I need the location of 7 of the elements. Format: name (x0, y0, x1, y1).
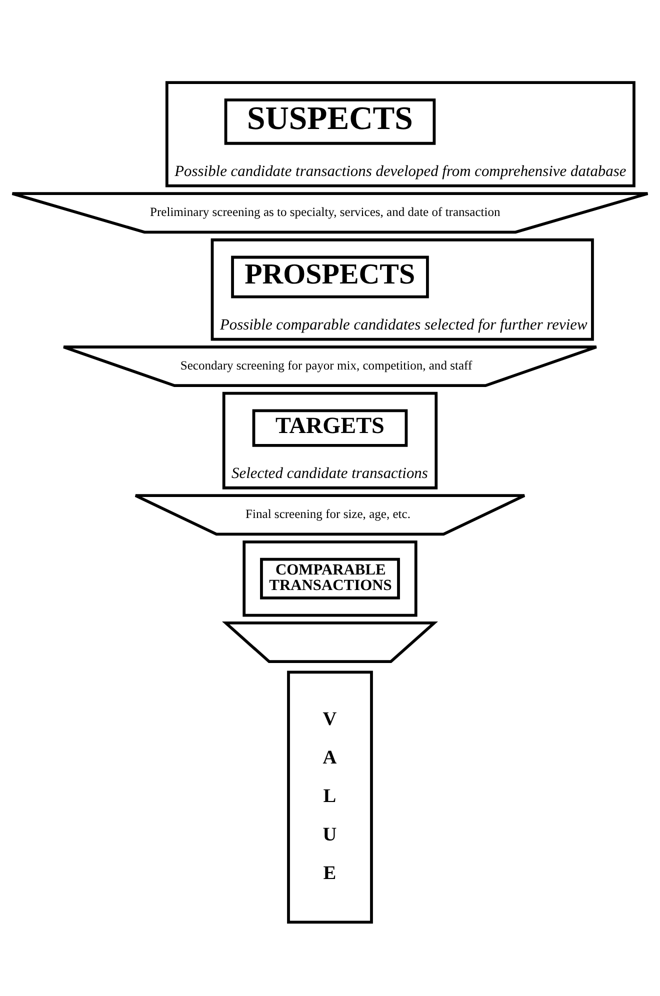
node-box: TARGETS (252, 408, 408, 446)
cluster (242, 540, 418, 616)
node-trapezoid (222, 621, 438, 663)
node-box: PROSPECTS (231, 255, 429, 298)
node-box: COMPARABLE TRANSACTIONS (260, 557, 400, 599)
node-box: V A L U E (287, 670, 373, 924)
node-box: SUSPECTS (224, 98, 436, 144)
